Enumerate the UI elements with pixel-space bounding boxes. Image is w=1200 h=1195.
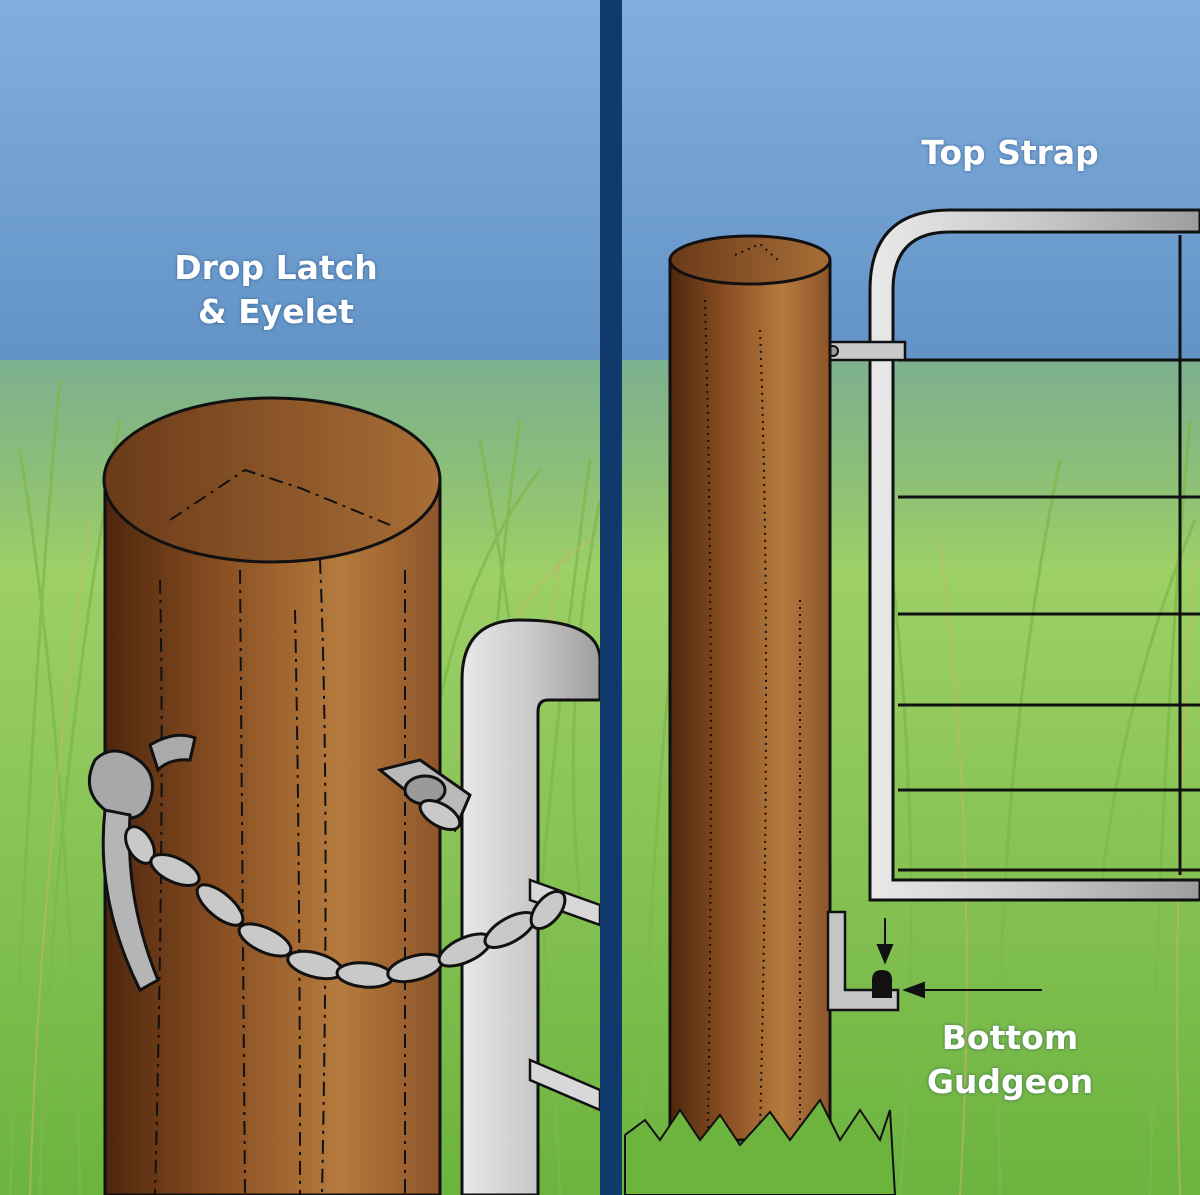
bottom-gudgeon-label-line1: Bottom xyxy=(941,1018,1079,1057)
panel-divider xyxy=(600,0,622,1195)
drop-latch-label: Drop Latch & Eyelet xyxy=(140,246,412,334)
wood-grain-left xyxy=(154,468,406,1195)
gate-right xyxy=(868,208,1200,902)
grass-tuft xyxy=(624,1098,897,1195)
chain xyxy=(124,798,567,989)
top-strap-label: Top Strap xyxy=(921,133,1099,172)
right-panel xyxy=(622,0,1200,1195)
top-strap xyxy=(828,340,907,362)
bottom-gudgeon-label: Bottom Gudgeon xyxy=(900,1016,1120,1104)
drop-latch-label-line2: & Eyelet xyxy=(197,292,355,331)
post-right-top xyxy=(668,234,832,286)
drop-latch-label-line1: Drop Latch xyxy=(174,248,378,287)
post-left xyxy=(103,473,442,1195)
bottom-gudgeon-label-line2: Gudgeon xyxy=(926,1062,1094,1101)
post-left-top xyxy=(102,396,442,564)
post-right xyxy=(668,258,832,1142)
bottom-gudgeon xyxy=(826,910,900,1012)
left-panel xyxy=(0,0,600,1195)
gudgeon-arrows xyxy=(876,918,1042,999)
gate-frame-left xyxy=(460,618,600,1195)
drop-latch xyxy=(87,733,197,993)
wood-grain-right xyxy=(704,242,801,1131)
